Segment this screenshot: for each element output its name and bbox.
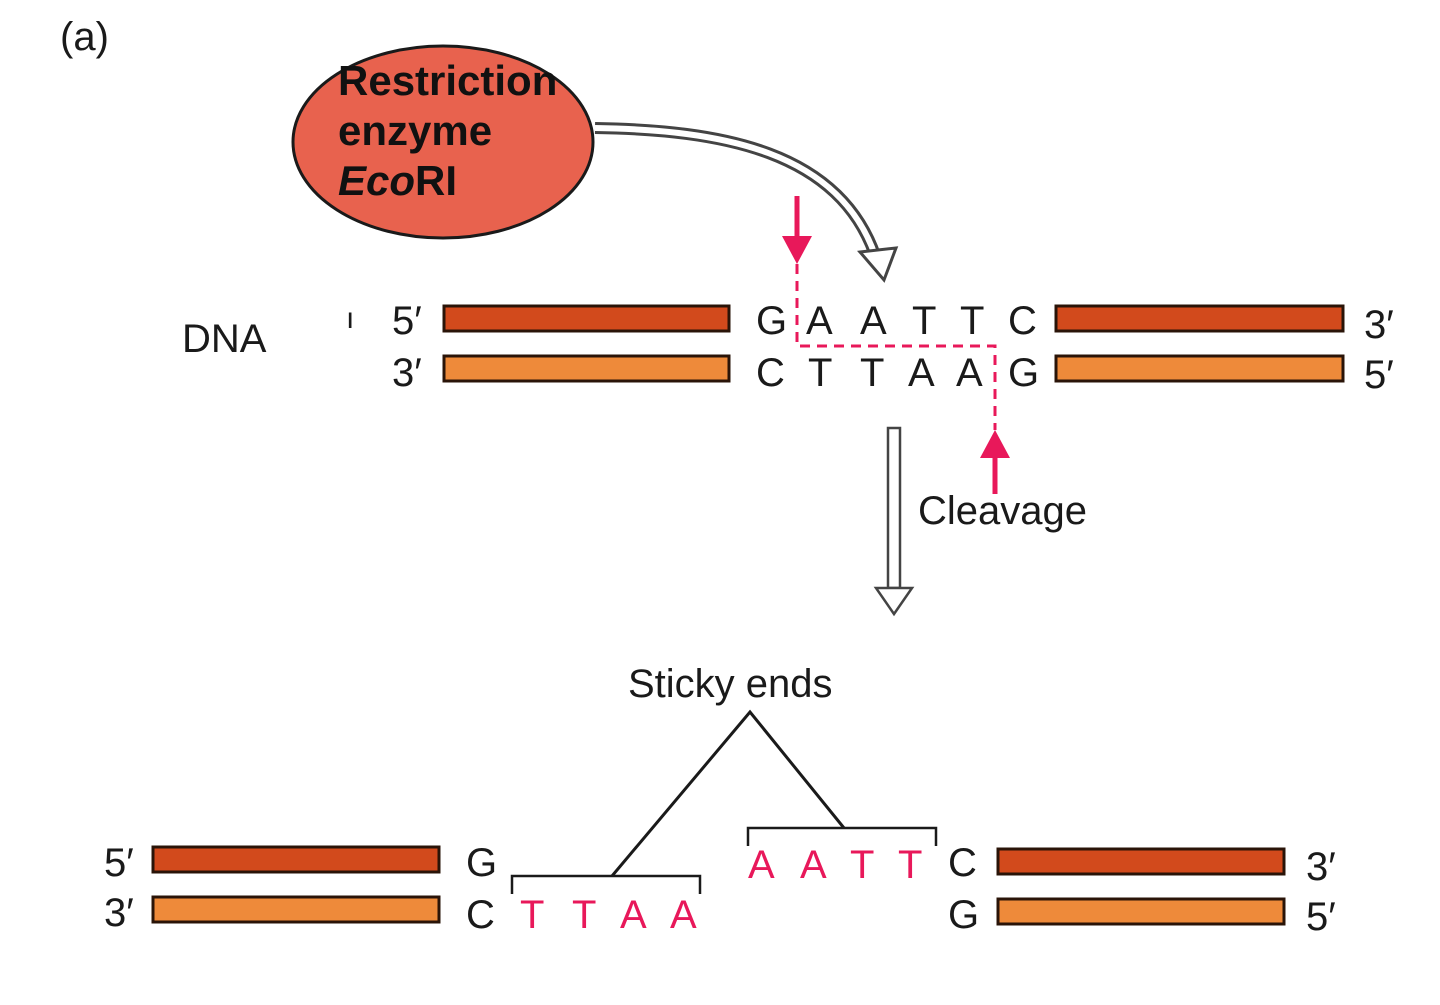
bottom-sequence: C T T A A G [756,351,1039,395]
enzyme-label-line1: Restriction [338,57,557,104]
seq-base: C [1008,299,1037,343]
seq-base: T [912,299,936,343]
left-top-strand [151,845,441,874]
cut-marks [782,196,1010,494]
seq-base: C [756,351,785,395]
left-fragment-bottom-end: 3′ [104,891,134,935]
dna-label: DNA [182,317,267,361]
left-fragment: 5′ 3′ G C T T A A [104,841,702,937]
right-overhang: A A T T [748,843,922,887]
overhang-base: T [520,893,544,937]
seq-base: T [860,351,884,395]
seq-base: T [960,299,984,343]
right-fragment-top-end: 3′ [1306,845,1336,889]
overhang-base: A [670,893,697,937]
seq-base: A [806,299,833,343]
right-fragment-bottom-end: 5′ [1306,895,1336,939]
overhang-base: A [620,893,647,937]
enzyme-label-line3: EcoRI [338,157,457,204]
left-bottom-strand [151,895,441,924]
right-top-base: C [948,841,977,885]
top-left-end-label: 5′ [392,299,422,343]
seq-base: A [908,351,935,395]
overhang-base: A [748,843,775,887]
enzyme-label-rest: RI [415,157,457,204]
sticky-ends-pointer [610,709,846,877]
left-overhang: T T A A [520,893,697,937]
enzyme-ellipse [291,44,595,240]
sticky-ends-label: Sticky ends [628,662,833,706]
left-fragment-top-end: 5′ [104,841,134,885]
bottom-cut-arrowhead [980,430,1010,458]
overhang-base: A [800,843,827,887]
right-overhang-bracket [746,826,938,846]
top-sequence: G A A T T C [756,299,1037,343]
bracket-mark: ı [346,302,354,335]
top-right-end-label: 3′ [1364,303,1394,347]
enzyme-ecori: Restriction enzyme EcoRI [291,44,595,240]
right-bottom-strand [996,897,1286,926]
top-cut-arrowhead [782,236,812,264]
top-strand-left [442,304,731,333]
bottom-strand-left [442,354,731,383]
cut-dashed-line [795,264,997,430]
overhang-base: T [850,843,874,887]
left-top-base: G [466,841,497,885]
intact-dna-molecule: 5′ 3′ G A A T T C C T T A A G 3′ 5′ [392,299,1394,397]
right-fragment: A A T T C G 3′ 5′ [746,826,1336,939]
seq-base: G [756,299,787,343]
enzyme-label-line2: enzyme [338,107,492,154]
cleavage-label: Cleavage [918,489,1087,533]
enzyme-label-italic: Eco [338,157,415,204]
seq-base: G [1008,351,1039,395]
top-strand-right [1054,304,1345,333]
seq-base: A [860,299,887,343]
overhang-base: T [572,893,596,937]
right-bottom-base: G [948,893,979,937]
left-bottom-base: C [466,893,495,937]
bottom-strand-right [1054,354,1345,383]
cleavage-arrow [873,426,915,617]
enzyme-to-site-arrow [594,122,899,283]
right-top-strand [996,847,1286,876]
bottom-left-end-label: 3′ [392,351,422,395]
seq-base: T [808,351,832,395]
panel-label: (a) [60,15,109,59]
left-overhang-bracket [510,874,702,894]
bottom-right-end-label: 5′ [1364,353,1394,397]
overhang-base: T [898,843,922,887]
seq-base: A [956,351,983,395]
